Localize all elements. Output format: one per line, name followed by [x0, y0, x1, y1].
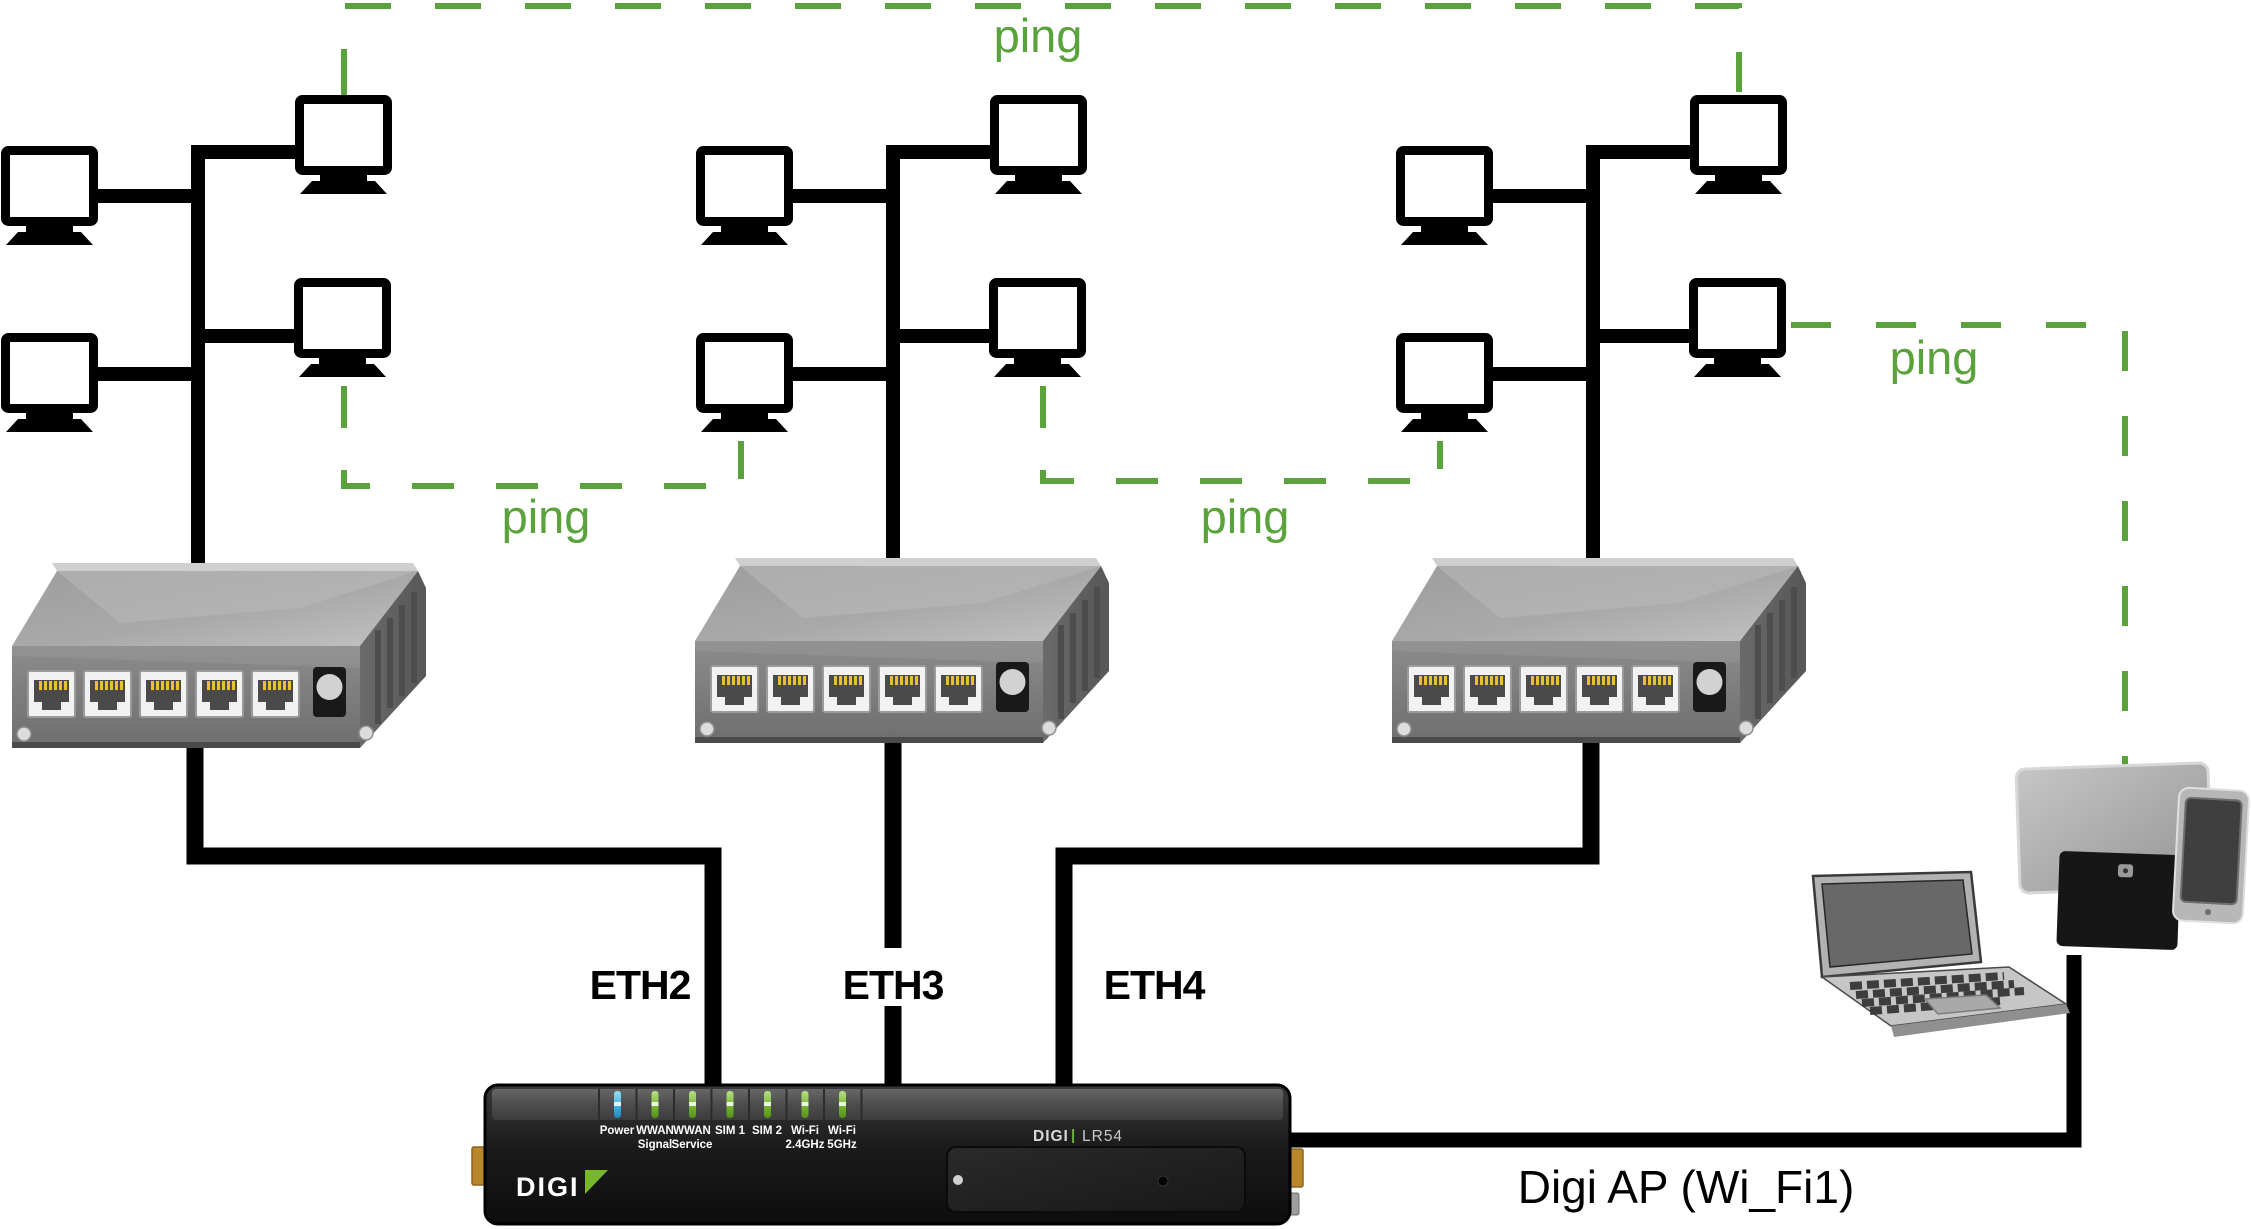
led-label: Power: [600, 1125, 635, 1137]
router-brand: DIGI: [1033, 1128, 1069, 1145]
digi-logo-triangle-icon: [585, 1170, 608, 1194]
computer-icon: [995, 100, 1083, 195]
ping-label-middle: ping: [1201, 490, 1290, 543]
router-model: LR54: [1082, 1128, 1123, 1145]
computer-icon: [994, 283, 1082, 378]
led-label: Service: [672, 1139, 713, 1151]
ping-path-left: [341, 386, 744, 489]
wifi-ap-cable: [1289, 955, 2082, 1148]
wifi-devices: [1811, 761, 2250, 1037]
eth4-label: ETH4: [1104, 962, 1206, 1008]
eth2-label: ETH2: [590, 962, 691, 1008]
computer-icon: [701, 338, 789, 433]
digi-lr54-router: Power WWAN Signal WWAN Service SIM 1 SIM…: [471, 1083, 1304, 1226]
uplink-cables: [186, 740, 1600, 1090]
eth2-cable: [186, 740, 722, 1090]
digi-logo-text: DIGI: [516, 1172, 580, 1202]
computer-icon: [1695, 100, 1783, 195]
eth3-label: ETH3: [843, 962, 944, 1008]
sim-door: [946, 1146, 1246, 1213]
eth4-cable: [1055, 740, 1600, 1090]
led-label: 2.4GHz: [786, 1139, 825, 1151]
lan-cabling: [92, 145, 1695, 585]
led-label: WWAN: [636, 1125, 674, 1137]
router-brand-separator: |: [1071, 1127, 1075, 1144]
ping-paths: [341, 3, 2128, 772]
switch-2: [695, 558, 1109, 743]
tablet-black-icon: [2056, 851, 2181, 950]
sim-door-hole: [1157, 1175, 1169, 1187]
eth3-label-backdrop: [836, 948, 950, 1006]
led-slot-separators: [598, 1089, 863, 1120]
switch-1: [12, 563, 426, 748]
router-led-strip: [492, 1089, 1283, 1120]
led-label: Signal: [638, 1139, 673, 1151]
ping-path-middle: [1040, 386, 1443, 484]
ping-label-top: ping: [994, 9, 1083, 62]
ping-path-right: [1791, 322, 2128, 772]
computer-icon: [300, 100, 388, 195]
ping-path-top: [341, 3, 1742, 95]
router-led-labels: Power WWAN Signal WWAN Service SIM 1 SIM…: [600, 1125, 857, 1151]
laptop-icon: [1811, 870, 2070, 1037]
led-label: WWAN: [673, 1125, 711, 1137]
switch-3: [1392, 558, 1806, 743]
computer-icon: [1694, 283, 1782, 378]
smartphone-icon: [2172, 786, 2250, 925]
computer-icon: [701, 151, 789, 246]
sim-door-screw: [953, 1175, 963, 1185]
computer-icon: [6, 338, 94, 433]
led-label: SIM 1: [715, 1125, 746, 1137]
digi-ap-label: Digi AP (Wi_Fi1): [1518, 1161, 1855, 1213]
computer-icon: [1401, 338, 1489, 433]
computer-icon: [6, 151, 94, 246]
ping-label-right: ping: [1890, 331, 1979, 384]
ping-label-left: ping: [502, 490, 591, 543]
computer-icon: [299, 283, 387, 378]
router-leds: [614, 1091, 846, 1118]
led-label: 5GHz: [827, 1139, 857, 1151]
led-label: Wi-Fi: [828, 1125, 856, 1137]
led-label: SIM 2: [752, 1125, 782, 1137]
led-label: Wi-Fi: [791, 1125, 819, 1137]
computer-icon: [1401, 151, 1489, 246]
